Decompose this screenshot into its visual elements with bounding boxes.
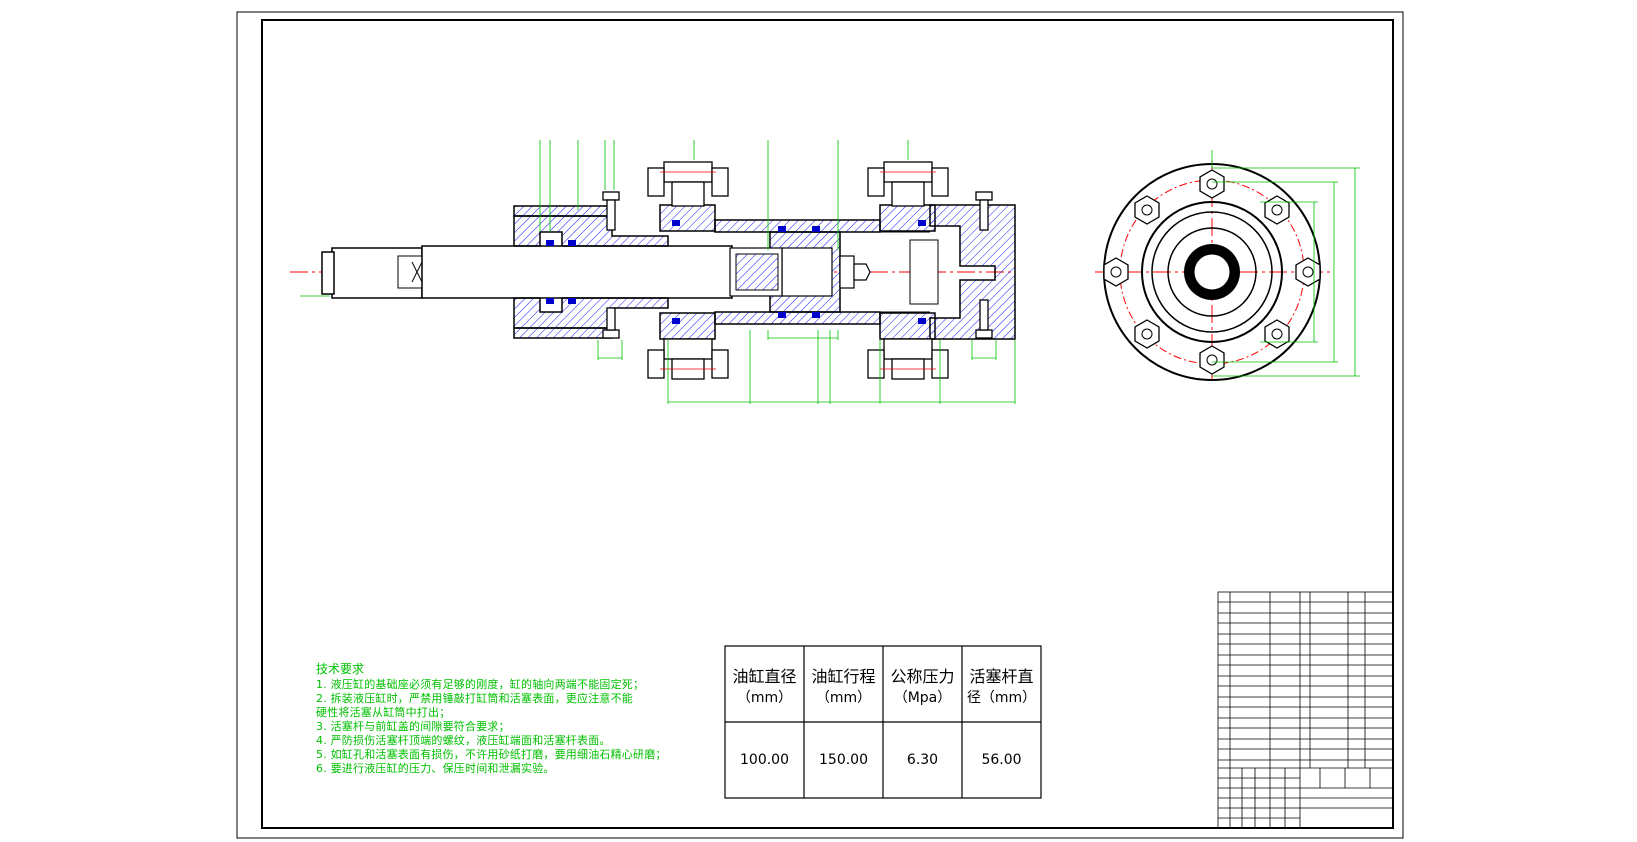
param-header-unit: 径（mm） [966, 690, 1037, 706]
tech-requirement-line: 5. 如缸孔和活塞表面有损伤，不许用砂纸打磨，要用细油石精心研磨； [316, 748, 667, 761]
tech-requirement-line: 2. 拆装液压缸时，严禁用锤敲打缸筒和活塞表面，更应注意不能 [316, 692, 633, 705]
cylinder-section-view [290, 140, 1016, 404]
param-header-name: 油缸直径 [732, 667, 797, 686]
param-header-pressure: 公称压力 （Mpa） [883, 666, 962, 707]
tech-requirement-line: 6. 要进行液压缸的压力、保压时间和泄漏实验。 [316, 762, 555, 775]
param-value-rod-diameter: 56.00 [981, 752, 1022, 768]
param-header-unit: （mm） [815, 690, 872, 706]
tech-requirement-line: 4. 严防损伤活塞杆顶端的螺纹，液压缸端面和活塞杆表面。 [316, 734, 611, 747]
param-header-name: 公称压力 [890, 667, 955, 686]
param-value-pressure: 6.30 [906, 752, 939, 768]
param-header-unit: （Mpa） [893, 690, 952, 706]
title-block [1217, 591, 1394, 829]
tech-requirement-line: 硬性将活塞从缸筒中打出； [316, 706, 451, 719]
tech-requirement-line: 3. 活塞杆与前缸盖的间隙要符合要求； [316, 720, 510, 733]
param-header-stroke: 油缸行程 （mm） [804, 666, 883, 707]
param-header-rod-diameter: 活塞杆直 径（mm） [962, 666, 1041, 707]
param-header-name: 活塞杆直 [969, 667, 1034, 686]
outer-frame [236, 11, 1404, 839]
param-header-name: 油缸行程 [811, 667, 876, 686]
param-value-bore: 100.00 [740, 752, 789, 768]
tech-requirement-line: 1. 液压缸的基础座必须有足够的刚度，缸的轴向两端不能固定死； [316, 678, 645, 691]
parameter-table-frame [724, 645, 1042, 799]
flange-end-view [1095, 150, 1360, 385]
tech-requirements-title: 技术要求 [316, 662, 365, 676]
param-header-bore: 油缸直径 （mm） [725, 666, 804, 707]
param-value-stroke: 150.00 [819, 752, 868, 768]
param-header-unit: （mm） [736, 690, 793, 706]
inner-frame [261, 19, 1394, 829]
